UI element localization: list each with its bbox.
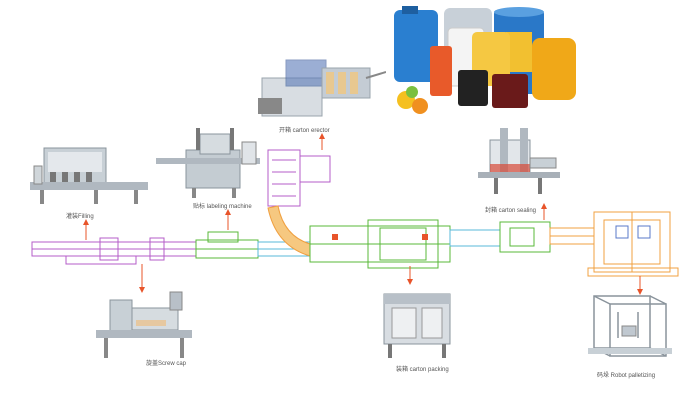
label-carton-packing: 装箱 carton packing	[396, 367, 449, 373]
carton-erector-machine	[258, 59, 386, 117]
carton-packing-machine	[383, 293, 451, 358]
label-filling: 灌装Filling	[66, 214, 94, 220]
product-containers-photo	[394, 6, 576, 114]
label-carton-sealing: 封箱 carton sealing	[485, 208, 537, 214]
robot-palletizing-machine	[588, 295, 672, 357]
label-carton-erector: 开箱 carton erector	[279, 128, 330, 134]
labeling-machine	[156, 128, 260, 198]
filling-machine	[30, 147, 148, 204]
label-robot-palletizing: 码垛 Robot palletizing	[597, 373, 656, 379]
screw-cap-machine	[96, 291, 192, 358]
conveyor-layout	[31, 149, 679, 277]
carton-sealing-machine	[478, 128, 560, 194]
label-labeling: 贴标 labeling machine	[193, 204, 252, 210]
label-screw-cap: 旋盖Screw cap	[146, 361, 187, 367]
